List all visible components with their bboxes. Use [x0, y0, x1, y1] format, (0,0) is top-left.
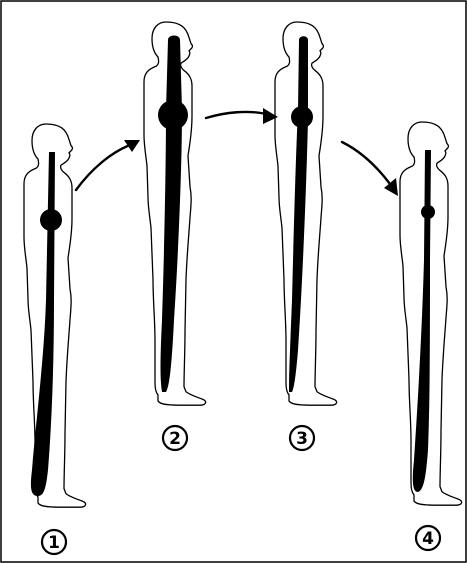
figure-4 — [400, 122, 462, 505]
fluid-column-1 — [31, 152, 62, 496]
fluid-dot-4 — [421, 205, 435, 219]
arrow-3-to-4 — [342, 142, 398, 196]
stage-number-4: 4 — [416, 526, 440, 550]
stage-number-2: 2 — [163, 426, 187, 450]
arrow-2-to-3 — [206, 108, 278, 124]
fluid-dot-2 — [158, 100, 188, 130]
arrow-1-to-2 — [76, 140, 140, 190]
fluid-column-2 — [158, 36, 188, 393]
stage-number-1: 1 — [42, 530, 66, 554]
stage-number-2-text: 2 — [169, 429, 181, 449]
fluid-column-4 — [413, 150, 435, 492]
body-outline-1 — [24, 124, 86, 507]
fluid-column-3 — [289, 36, 313, 392]
body-outline-4 — [400, 122, 462, 505]
stage-number-3-text: 3 — [296, 429, 308, 449]
stage-number-1-text: 1 — [48, 533, 60, 553]
stage-number-4-text: 4 — [422, 529, 434, 549]
stage-number-3: 3 — [290, 426, 314, 450]
figure-1 — [24, 124, 86, 507]
fluid-dot-3 — [291, 106, 313, 128]
fluid-dot-1 — [40, 209, 62, 231]
